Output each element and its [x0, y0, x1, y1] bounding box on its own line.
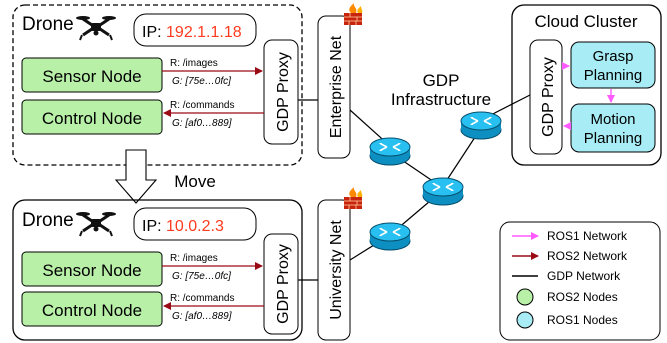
router-icon	[460, 111, 502, 140]
legend-ros1-nodes: ROS1 Nodes	[547, 313, 618, 327]
legend-ros1-nodes-swatch	[516, 311, 534, 329]
drone-icon	[74, 210, 118, 238]
grasp-planning-label: Planning	[584, 67, 642, 84]
top-sensor-node	[21, 57, 163, 93]
top-control-node	[21, 99, 163, 135]
motion-planning-node	[570, 103, 656, 153]
legend-box	[499, 221, 661, 341]
gdp-infrastructure-label-line2: Infrastructure	[391, 90, 491, 109]
drone-icon	[74, 14, 118, 42]
enterprise-net-box	[317, 15, 351, 159]
motion-planning-label: Motion	[590, 111, 635, 128]
router-icon	[369, 137, 411, 166]
bottom-drone-box	[12, 199, 303, 341]
bottom-sensor-guid: G: [75e…0fc]	[172, 271, 231, 282]
legend-ros2-nodes: ROS2 Nodes	[547, 290, 618, 304]
legend-ros2-nodes-swatch	[516, 288, 534, 306]
bottom-ip-box	[133, 207, 257, 241]
top-gdp-proxy-label: GDP Proxy	[275, 52, 292, 132]
top-ip-box	[133, 13, 257, 47]
top-drone-group: Drone IP: 192.1.1.18 Sensor Node Control…	[12, 4, 303, 166]
grasp-planning-node	[570, 41, 656, 89]
top-drone-box	[12, 4, 303, 166]
bottom-control-node-label: Control Node	[42, 301, 142, 320]
bottom-gdp-proxy-label: GDP Proxy	[275, 244, 292, 324]
move-label: Move	[174, 172, 216, 191]
motion-planning-label: Planning	[584, 130, 642, 147]
router-icon	[369, 222, 411, 251]
top-sensor-route: R: /images	[170, 58, 218, 69]
top-drone-title: Drone	[22, 14, 74, 35]
legend-ros2-network: ROS2 Network	[547, 249, 628, 263]
university-net-label: University Net	[328, 220, 345, 320]
gdp-infrastructure-label-line1: GDP	[423, 71, 460, 90]
cloud-cluster-box	[511, 4, 662, 166]
top-ip-text: IP: 192.1.1.18	[142, 24, 242, 41]
cloud-cluster-group: Cloud Cluster GDP Proxy Grasp Planning M…	[511, 4, 662, 166]
top-control-guid: G: [af0…889]	[172, 118, 232, 129]
firewall-icon	[343, 186, 363, 210]
firewall-icon	[343, 2, 363, 26]
bottom-control-guid: G: [af0…889]	[172, 311, 232, 322]
cloud-cluster-title: Cloud Cluster	[535, 12, 638, 31]
bottom-gdp-proxy	[263, 233, 299, 335]
bottom-sensor-node	[21, 251, 163, 287]
top-sensor-node-label: Sensor Node	[42, 67, 141, 86]
bottom-drone-group: Drone IP: 10.0.2.3 Sensor Node Control N…	[12, 199, 303, 341]
legend-ros1-network: ROS1 Network	[547, 229, 628, 243]
top-gdp-proxy	[263, 39, 299, 145]
move-arrow	[114, 149, 158, 204]
top-sensor-guid: G: [75e…0fc]	[172, 76, 231, 87]
cloud-gdp-proxy	[529, 39, 563, 155]
legend: ROS1 Network ROS2 Network GDP Network RO…	[499, 221, 661, 341]
grasp-planning-label: Grasp	[593, 48, 634, 65]
bottom-ip-text: IP: 10.0.2.3	[142, 218, 224, 235]
top-control-node-label: Control Node	[42, 109, 142, 128]
enterprise-net-label: Enterprise Net	[328, 35, 345, 138]
bottom-control-route: R: /commands	[170, 293, 234, 304]
university-net-box	[317, 199, 351, 341]
bottom-drone-title: Drone	[22, 210, 74, 231]
legend-gdp-network: GDP Network	[547, 269, 621, 283]
bottom-sensor-route: R: /images	[170, 253, 218, 264]
bottom-control-node	[21, 291, 163, 327]
bottom-sensor-node-label: Sensor Node	[42, 261, 141, 280]
router-icon	[422, 177, 464, 206]
top-control-route: R: /commands	[170, 100, 234, 111]
cloud-gdp-proxy-label: GDP Proxy	[540, 57, 557, 137]
